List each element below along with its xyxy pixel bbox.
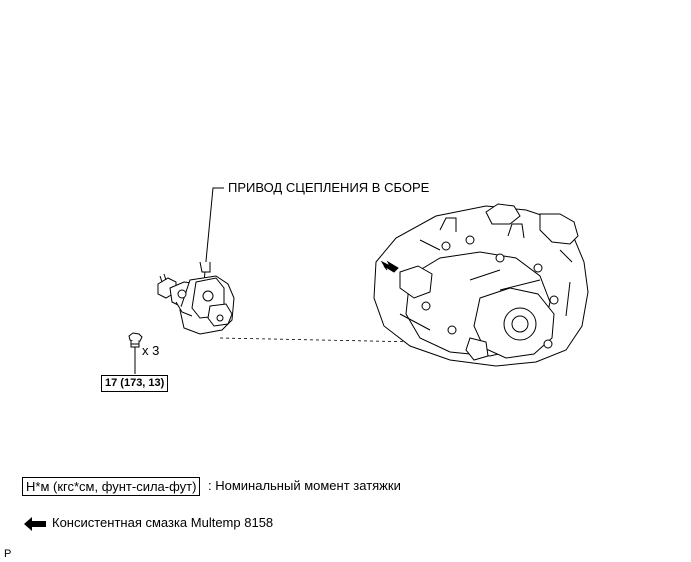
legend-grease-description: Консистентная смазка Multemp 8158 xyxy=(52,515,274,530)
transaxle-assembly xyxy=(373,203,589,367)
alignment-dashed-line xyxy=(219,337,421,343)
grease-point-arrow-icon xyxy=(380,260,399,273)
part-leader-line xyxy=(203,187,224,283)
clutch-actuator-assembly xyxy=(157,261,235,335)
page-code: P xyxy=(4,548,12,560)
bolt-quantity-label: x 3 xyxy=(142,343,160,358)
torque-spec-box: 17 (173, 13) xyxy=(101,375,169,392)
legend-torque-description: : Номинальный момент затяжки xyxy=(208,478,401,493)
legend-torque-units-box: Н*м (кгс*см, фунт-сила-фут) xyxy=(22,477,201,496)
bolt xyxy=(128,332,143,374)
part-label-clutch-actuator: ПРИВОД СЦЕПЛЕНИЯ В СБОРЕ xyxy=(228,180,430,195)
black-arrow-left-icon xyxy=(24,517,46,531)
